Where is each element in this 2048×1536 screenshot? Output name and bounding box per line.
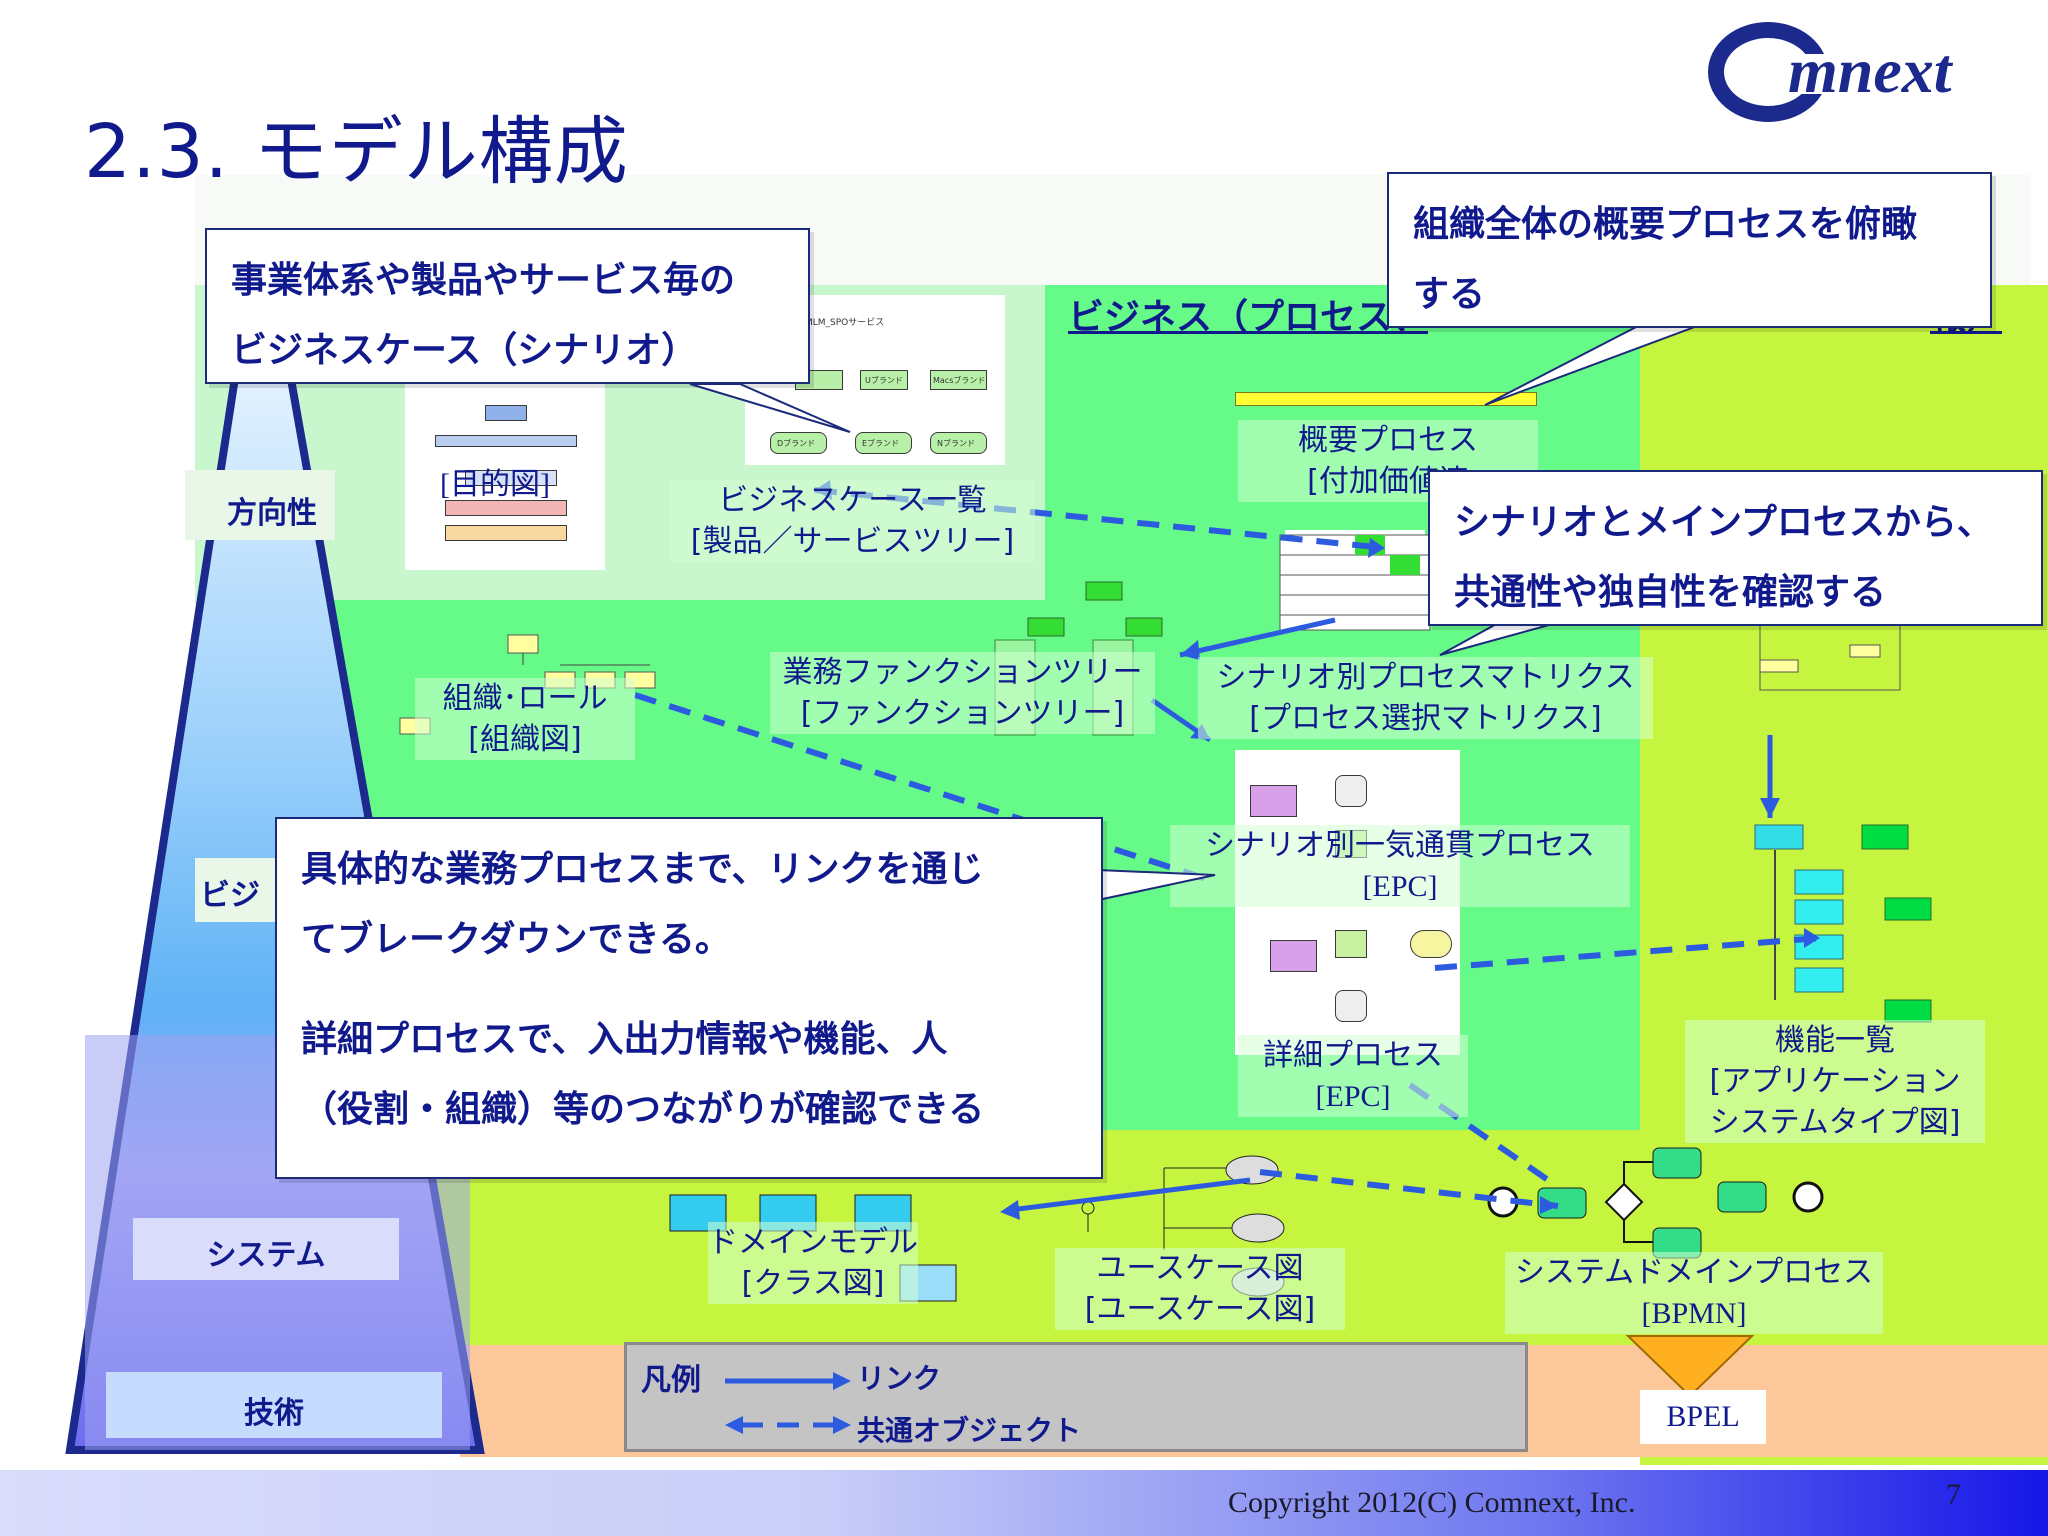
function-list-line1: 機能一覧	[1775, 1023, 1895, 1058]
bpel-label: BPEL	[1640, 1390, 1766, 1444]
domain-model-label: ドメインモデル [クラス図]	[708, 1222, 918, 1304]
function-list-line3: システムタイプ図]	[1709, 1105, 1961, 1140]
copyright-text: Copyright 2012(C) Comnext, Inc.	[1228, 1486, 1636, 1519]
function-tree-line1: 業務ファンクションツリー	[782, 655, 1143, 690]
domain-model-line2: [クラス図]	[741, 1266, 885, 1301]
system-domain-process-line2: [BPMN]	[1641, 1297, 1747, 1330]
system-domain-process-line1: システムドメインプロセス	[1514, 1255, 1874, 1290]
function-tree-line2: [ファンクションツリー]	[800, 696, 1125, 731]
callout-breakdown: 具体的な業務プロセスまで、リンクを通じ てブレークダウンできる。 詳細プロセスで…	[275, 817, 1103, 1179]
svg-text:mnext: mnext	[1788, 35, 1954, 106]
org-role-label: 組織･ロール [組織図]	[415, 678, 635, 760]
usecase-line2: [ユースケース図]	[1084, 1292, 1316, 1327]
detail-process-line2: [EPC]	[1315, 1080, 1391, 1113]
usecase-line1: ユースケース図	[1096, 1251, 1304, 1286]
layer-label-direction: 方向性	[227, 496, 317, 531]
callout-breakdown-line4: （役割・組織）等のつながりが確認できる	[301, 1089, 985, 1130]
callout-scenario: シナリオとメインプロセスから、 共通性や独自性を確認する	[1428, 470, 2043, 626]
callout-business-case-line2: ビジネスケース（シナリオ）	[231, 330, 698, 371]
callout-breakdown-line1: 具体的な業務プロセスまで、リンクを通じ	[301, 849, 984, 890]
org-role-line2: [組織図]	[468, 722, 582, 757]
callout-breakdown-line3: 詳細プロセスで、入出力情報や機能、人	[301, 1019, 948, 1060]
function-list-label: 機能一覧 [アプリケーション システムタイプ図]	[1685, 1020, 1985, 1143]
function-list-line2: [アプリケーション	[1709, 1064, 1961, 1099]
callout-breakdown-line2: てブレークダウンできる。	[301, 919, 731, 960]
footer-bar	[0, 1470, 2048, 1536]
legend: 凡例 リンク 共通オブジェクト	[624, 1342, 1528, 1452]
callout-overview-line2: する	[1413, 274, 1486, 315]
thumb-brand-m: Macsブランド	[933, 376, 986, 385]
org-role-line1: 組織･ロール	[442, 681, 608, 716]
layer-label-business: ビジ	[200, 878, 260, 913]
comnext-logo: mnext	[1708, 22, 1954, 122]
business-layer-title: ビジネス（プロセス、	[1068, 297, 1429, 338]
thumb-brand-e: Eブランド	[862, 439, 900, 448]
pyramid-band-business	[195, 858, 275, 922]
callout-scenario-line2: 共通性や独自性を確認する	[1454, 572, 1887, 613]
usecase-label: ユースケース図 [ユースケース図]	[1055, 1248, 1345, 1330]
legend-title: 凡例	[641, 1363, 701, 1398]
thumb-brand-u: Uブランド	[865, 376, 903, 385]
legend-link-label: リンク	[857, 1362, 942, 1395]
detail-process-line1: 詳細プロセス	[1263, 1038, 1443, 1073]
pyramid-band-direction	[185, 470, 335, 540]
scenario-matrix-line2: [プロセス選択マトリクス]	[1249, 701, 1602, 736]
callout-overview: 組織全体の概要プロセスを俯瞰 する	[1387, 172, 1992, 328]
thumb-root-label: MLM_SPOサービス	[805, 318, 885, 328]
callout-business-case-line1: 事業体系や製品やサービス毎の	[231, 260, 736, 301]
scenario-e2e-line2: [EPC]	[1362, 870, 1438, 903]
thumb-brand-d: Dブランド	[777, 439, 816, 448]
overview-process-line1: 概要プロセス	[1298, 423, 1478, 458]
scenario-e2e-label: シナリオ別一気通貫プロセス [EPC]	[1170, 825, 1630, 907]
legend-arrows	[725, 1372, 851, 1434]
layer-label-system: システム	[206, 1238, 326, 1273]
pyramid-band-system	[133, 1218, 399, 1280]
business-case-list-label: ビジネスケース一覧 [製品／サービスツリー]	[670, 480, 1035, 562]
domain-model-line1: ドメインモデル	[708, 1225, 918, 1260]
legend-common-object-label: 共通オブジェクト	[857, 1414, 1082, 1447]
detail-process-label: 詳細プロセス [EPC]	[1238, 1035, 1468, 1117]
scenario-matrix-line1: シナリオ別プロセスマトリクス	[1216, 660, 1635, 695]
business-case-list-line1: ビジネスケース一覧	[718, 483, 987, 518]
page-title: 2.3. モデル構成	[84, 109, 629, 195]
system-domain-process-label: システムドメインプロセス [BPMN]	[1505, 1252, 1883, 1334]
callout-business-case: 事業体系や製品やサービス毎の ビジネスケース（シナリオ）	[205, 228, 810, 384]
thumb-brand-n: Nブランド	[937, 439, 975, 448]
scenario-matrix-label: シナリオ別プロセスマトリクス [プロセス選択マトリクス]	[1198, 657, 1653, 739]
scenario-e2e-line1: シナリオ別一気通貫プロセス	[1205, 828, 1595, 863]
function-tree-label: 業務ファンクションツリー [ファンクションツリー]	[770, 652, 1155, 734]
business-case-list-line2: [製品／サービスツリー]	[690, 524, 1015, 559]
pyramid-band-technology	[106, 1372, 442, 1438]
callout-overview-line1: 組織全体の概要プロセスを俯瞰	[1413, 204, 1918, 245]
callout-scenario-line1: シナリオとメインプロセスから、	[1454, 502, 1993, 543]
purpose-diagram-thumbnail	[405, 375, 605, 570]
layer-label-technology: 技術	[244, 1396, 304, 1431]
page-number: 7	[1946, 1478, 1961, 1511]
purpose-diagram-label: [目的図]	[440, 468, 550, 501]
